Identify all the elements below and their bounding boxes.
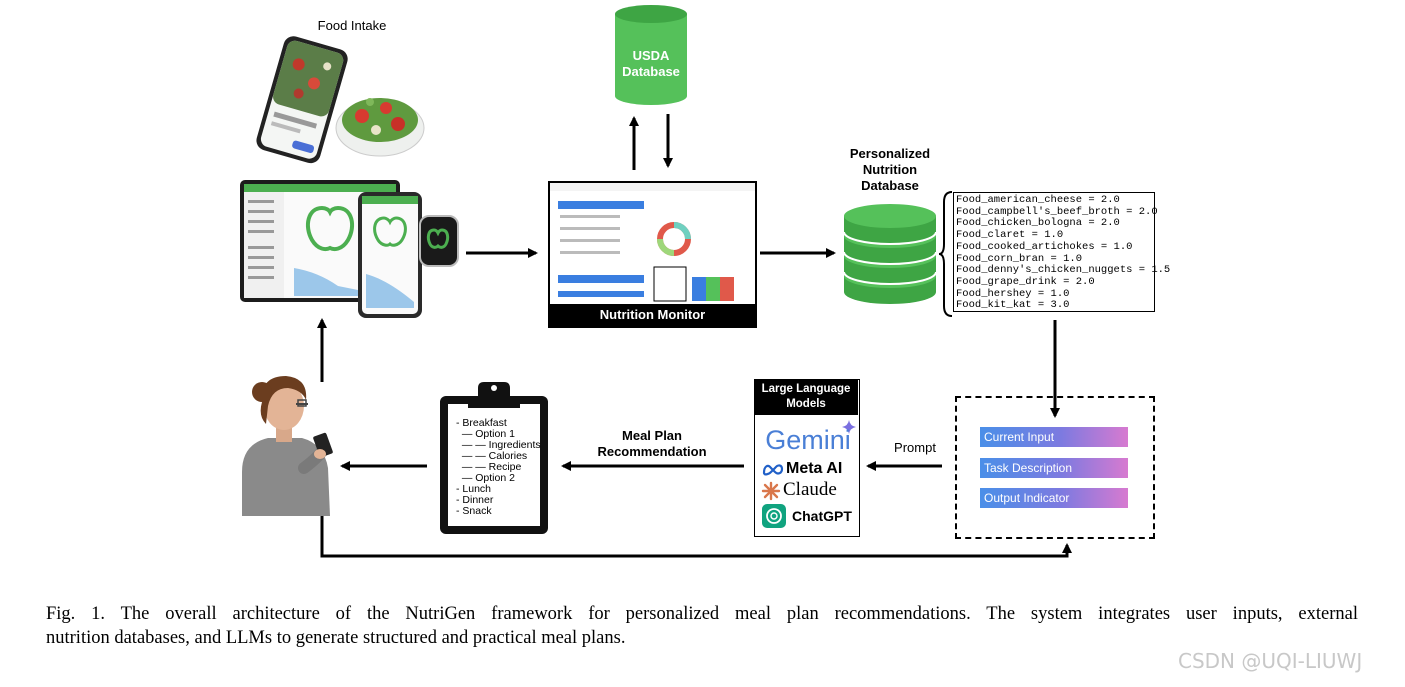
- nutrition-entry: Food_cooked_artichokes = 1.0: [956, 240, 1133, 253]
- usda-label-line1: USDA: [632, 48, 670, 63]
- meta-logo-icon: [762, 464, 784, 476]
- claude-asterisk-icon: [761, 481, 781, 501]
- usda-database: USDA Database: [613, 4, 689, 106]
- user-with-phone-illustration: [242, 376, 333, 516]
- prompt-current-input: Current Input: [980, 427, 1128, 447]
- edge-label-prompt: Prompt: [894, 440, 936, 455]
- nutrition-entry: Food_hershey = 1.0: [956, 287, 1070, 300]
- brace-icon: [938, 191, 953, 317]
- food-intake-phone-image: [256, 36, 425, 164]
- prompt-box: [955, 396, 1155, 539]
- meal-plan-item: - Dinner: [456, 494, 494, 506]
- nutrition-entry: Food_campbell's_beef_broth = 2.0: [956, 205, 1158, 218]
- gemini-sparkle-icon: [842, 420, 856, 434]
- edge-label-meal-plan-line1: Meal Plan: [622, 428, 682, 443]
- figure-caption-line2: nutrition databases, and LLMs to generat…: [46, 628, 626, 648]
- database-cylinder-icon: [615, 5, 687, 105]
- meal-plan-item: — — Recipe: [456, 461, 522, 473]
- meal-plan-item: — — Ingredients: [456, 439, 541, 451]
- watermark: CSDN @UQI-LIUWJ: [1178, 649, 1363, 673]
- arrow-user-to-prompt: [320, 498, 1072, 558]
- llm-title-line2: Models: [786, 398, 826, 410]
- nutrition-monitor: Nutrition Monitor: [548, 181, 757, 328]
- llm-title-line1: Large Language: [761, 383, 851, 395]
- llm-claude: Claude: [783, 479, 837, 500]
- llm-gemini: Gemini: [765, 425, 851, 455]
- prompt-output-indicator: Output Indicator: [980, 488, 1128, 508]
- nutrition-entry: Food_american_cheese = 2.0: [956, 194, 1120, 206]
- usda-label-line2: Database: [622, 64, 680, 79]
- meal-plan-item: — Option 2: [456, 472, 515, 484]
- llm-meta-ai: Meta AI: [786, 460, 843, 477]
- nutrition-monitor-title: Nutrition Monitor: [550, 304, 755, 326]
- personalized-db-label-line2: Nutrition: [862, 162, 918, 177]
- devices-image: [240, 180, 459, 318]
- personalized-db-label-line1: Personalized: [849, 146, 931, 161]
- food-intake-label: Food Intake: [317, 18, 387, 33]
- personalized-nutrition-list: Food_american_cheese = 2.0 Food_campbell…: [953, 192, 1171, 312]
- llm-header: [754, 379, 858, 415]
- meal-plan-item: - Lunch: [456, 483, 492, 495]
- meal-plan-item: — Option 1: [456, 428, 515, 440]
- meal-plan-list: - Breakfast — Option 1 — — Ingredients —…: [456, 418, 544, 517]
- edge-label-meal-plan-line2: Recommendation: [597, 444, 707, 459]
- personalized-db-stack-icon: [843, 204, 937, 304]
- chatgpt-logo-icon: [762, 504, 786, 528]
- meal-plan-item: — — Calories: [456, 450, 528, 462]
- meal-plan-item: - Snack: [456, 505, 492, 517]
- nutrition-entry: Food_corn_bran = 1.0: [956, 252, 1083, 265]
- nutrition-entry: Food_denny's_chicken_nuggets = 1.5: [956, 264, 1171, 277]
- nutrition-monitor-screenshot: [550, 183, 755, 302]
- nutrition-entry: Food_grape_drink = 2.0: [956, 275, 1095, 288]
- clipboard-icon: [440, 382, 548, 534]
- nutrition-entry: Food_claret = 1.0: [956, 229, 1064, 242]
- nutrition-entry: Food_chicken_bologna = 2.0: [956, 217, 1120, 230]
- figure-caption-line1: Fig. 1. The overall architecture of the …: [46, 604, 1358, 624]
- nutrition-entry: Food_kit_kat = 3.0: [956, 299, 1070, 312]
- prompt-task-description: Task Description: [980, 458, 1128, 478]
- meal-plan-item: - Breakfast: [456, 417, 507, 429]
- llm-chatgpt: ChatGPT: [792, 508, 852, 524]
- personalized-db-label-line3: Database: [861, 178, 919, 193]
